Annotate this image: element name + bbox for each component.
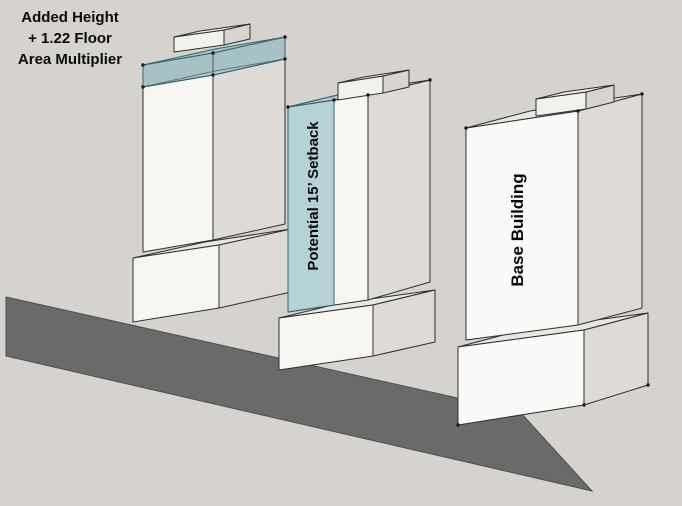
corner-dot	[283, 35, 287, 39]
base-building-label: Base Building	[508, 173, 527, 286]
setback-label: Potential 15’ Setback	[305, 121, 322, 271]
corner-dot	[332, 98, 336, 102]
right-tower-side-face	[577, 93, 643, 326]
left-tower-side-face	[212, 58, 286, 241]
middle-podium-side-face	[372, 289, 436, 357]
left-tower-front-face	[142, 74, 214, 253]
middle-tower-side-face	[367, 79, 431, 301]
added-height-volume	[142, 36, 286, 88]
corner-dot	[286, 105, 290, 109]
corner-dot	[211, 51, 215, 55]
corner-dot	[576, 109, 580, 113]
left-podium-front-face	[132, 244, 220, 323]
middle-rooftop-box	[337, 69, 410, 101]
corner-dot	[283, 57, 287, 61]
corner-dot	[211, 73, 215, 77]
corner-dot	[366, 93, 370, 97]
middle-building	[278, 69, 436, 371]
left-building	[132, 23, 292, 323]
corner-dot	[141, 85, 145, 89]
middle-rooftop-top-face	[337, 69, 410, 84]
corner-dot	[456, 423, 460, 427]
corner-dots	[141, 35, 650, 427]
left-rooftop-top-face	[173, 23, 251, 38]
added-height-label: Added Height + 1.22 Floor Area Multiplie…	[18, 9, 122, 68]
corner-dot	[464, 126, 468, 130]
right-rooftop-box	[535, 84, 615, 117]
left-rooftop-box	[173, 23, 251, 53]
corner-dot	[582, 403, 586, 407]
corner-dot	[646, 383, 650, 387]
added-height-label-line3: Area Multiplier	[18, 51, 122, 68]
right-rooftop-top-face	[535, 84, 615, 100]
corner-dot	[640, 92, 644, 96]
right-building	[457, 84, 649, 426]
added-height-label-line1: Added Height	[21, 9, 119, 26]
corner-dot	[428, 78, 432, 82]
added-height-label-line2: + 1.22 Floor	[28, 30, 112, 47]
street-plane	[5, 296, 594, 492]
corner-dot	[141, 63, 145, 67]
